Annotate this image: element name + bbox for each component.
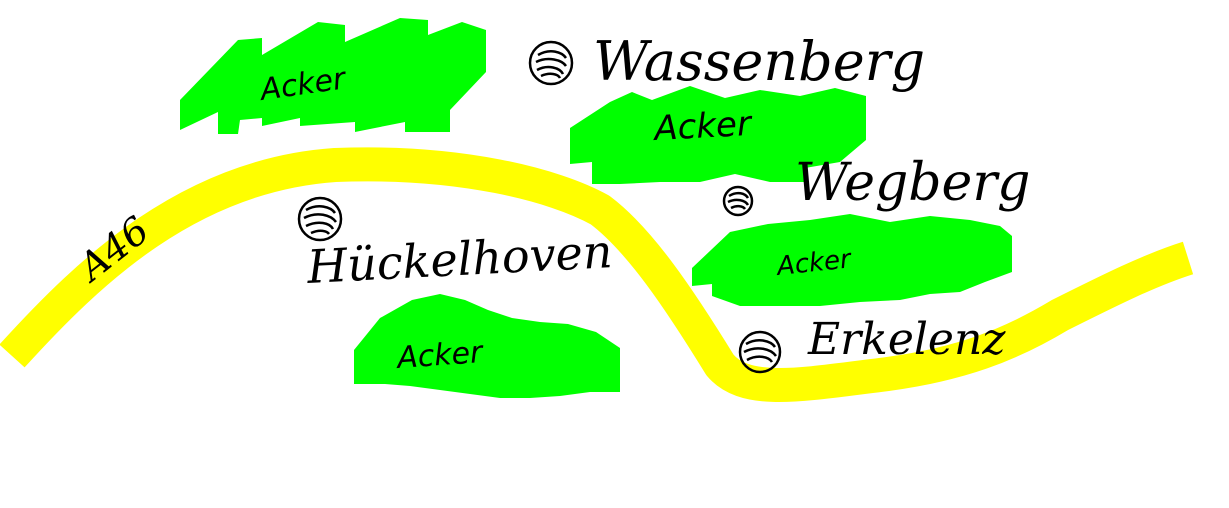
field-area (180, 18, 486, 134)
town-marker-icon (738, 330, 782, 374)
town-marker-icon (722, 185, 754, 217)
town-name: Wegberg (795, 153, 1030, 213)
road-a46-band (0, 147, 1194, 402)
field-area (692, 214, 1012, 306)
town-marker-icon (528, 40, 574, 86)
field-acker-1: Acker (180, 18, 486, 134)
field-label: Acker (394, 335, 485, 376)
town-name: Erkelenz (807, 314, 1006, 365)
town-erkelenz: Erkelenz (738, 314, 1006, 374)
field-label: Acker (651, 104, 754, 149)
field-acker-2: Acker (570, 86, 866, 184)
field-acker-4: Acker (354, 294, 620, 398)
field-area (354, 294, 620, 398)
town-name: Hückelhoven (305, 224, 614, 294)
town-wegberg: Wegberg (722, 153, 1030, 217)
field-area (570, 86, 866, 184)
town-wassenberg: Wassenberg (528, 30, 925, 93)
town-marker-icon (297, 196, 343, 242)
town-name: Wassenberg (593, 30, 925, 93)
field-acker-3: Acker (692, 214, 1012, 306)
